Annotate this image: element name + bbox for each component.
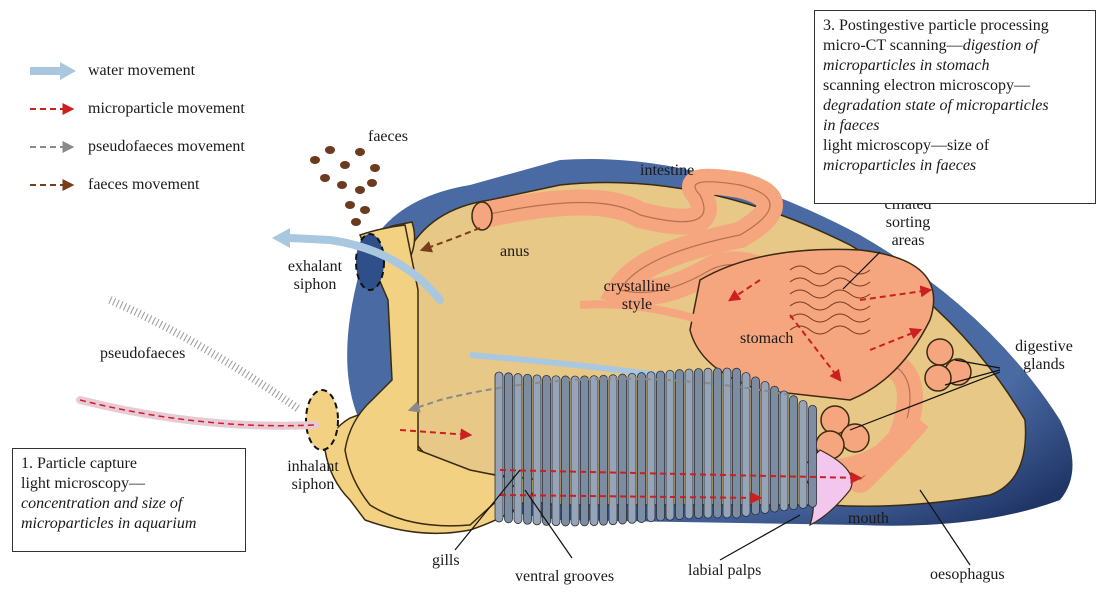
- anus-opening: [472, 202, 492, 230]
- gill-filament: [552, 376, 560, 526]
- gill-filament: [524, 374, 532, 524]
- gill-filament: [723, 368, 731, 518]
- gill-filament: [761, 381, 769, 513]
- box1-method: light microscopy—: [21, 474, 237, 494]
- gill-filament: [771, 386, 779, 512]
- gill-filament: [590, 376, 598, 526]
- label-ventral-grooves: ventral grooves: [515, 568, 614, 586]
- gill-filament: [571, 376, 579, 526]
- gill-filament: [695, 369, 703, 519]
- brown-dashed-arrow-icon: [28, 174, 78, 196]
- gill-filament: [780, 391, 788, 511]
- gill-filament: [657, 371, 665, 521]
- legend-label: microparticle movement: [88, 100, 245, 118]
- gill-filament: [799, 400, 807, 508]
- box3-method-2: scanning electron microscopy—: [823, 76, 1087, 96]
- gill-filament: [704, 368, 712, 518]
- box1-title: 1. Particle capture: [21, 454, 237, 474]
- legend-label: water movement: [88, 62, 195, 80]
- gill-filament: [714, 368, 722, 518]
- legend-item-water: water movement: [28, 60, 195, 82]
- gill-filament: [809, 405, 817, 507]
- label-faeces: faeces: [368, 128, 408, 146]
- red-dashed-arrow-icon: [28, 98, 78, 120]
- box3-method-3: light microscopy—size of: [823, 136, 1087, 156]
- box3-method-1: micro-CT scanning—: [823, 37, 963, 54]
- gill-filament: [609, 375, 617, 525]
- gill-filament: [562, 376, 570, 526]
- gill-filament: [619, 374, 627, 524]
- gill-filament: [733, 368, 741, 518]
- faeces-cluster: [310, 146, 380, 226]
- inhalant-opening: [306, 390, 338, 450]
- label-labial-palps: labial palps: [688, 562, 761, 580]
- postingestive-box: 3. Postingestive particle processing mic…: [814, 10, 1096, 204]
- gill-filament: [600, 375, 608, 525]
- gill-filament: [742, 372, 750, 516]
- water-arrow-icon: [28, 60, 78, 82]
- gill-filament: [505, 373, 513, 523]
- gill-filament: [638, 373, 646, 523]
- gill-filament: [581, 376, 589, 526]
- exhalant-opening: [356, 234, 384, 290]
- gill-filament: [628, 373, 636, 523]
- label-mouth: mouth: [848, 510, 889, 528]
- legend-label: pseudofaeces movement: [88, 138, 245, 156]
- box1-detail-2: microparticles in aquarium: [21, 515, 196, 532]
- box3-title: 3. Postingestive particle processing: [823, 16, 1087, 36]
- particle-capture-box: 1. Particle capture light microscopy— co…: [12, 448, 246, 552]
- label-oesophagus: oesophagus: [930, 566, 1005, 584]
- legend-label: faeces movement: [88, 176, 200, 194]
- gill-filament: [647, 372, 655, 522]
- grey-dashed-arrow-icon: [28, 136, 78, 158]
- legend-item-pseudofaeces: pseudofaeces movement: [28, 136, 245, 158]
- legend-item-faeces: faeces movement: [28, 174, 200, 196]
- water-in-arrow: [80, 400, 315, 426]
- label-gills: gills: [432, 552, 460, 570]
- box1-detail-1: concentration and size of: [21, 495, 182, 512]
- label-stomach: stomach: [740, 330, 793, 348]
- gill-filament: [543, 375, 551, 525]
- label-pseudofaeces: pseudofaeces: [100, 345, 185, 363]
- gill-filament: [790, 396, 798, 510]
- gill-filament: [752, 377, 760, 515]
- label-anus: anus: [500, 243, 529, 261]
- label-intestine: intestine: [640, 162, 694, 180]
- legend-item-microparticle: microparticle movement: [28, 98, 245, 120]
- gill-filament: [514, 374, 522, 524]
